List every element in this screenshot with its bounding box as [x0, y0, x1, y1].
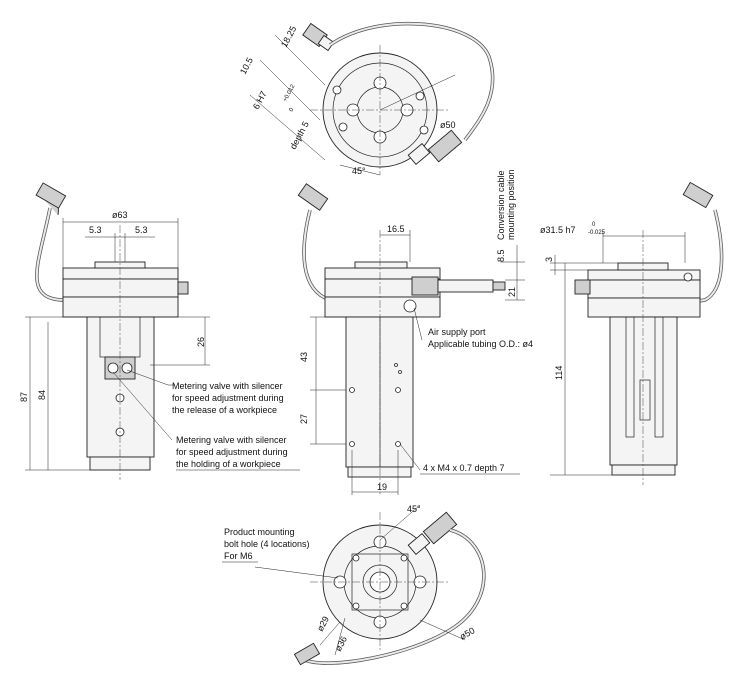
top-view: 18.25 10.5 6 H7 +0.012 0 depth 5 ø50 45° [238, 21, 495, 176]
top-cable-connector [302, 22, 335, 52]
left-top-flange [62, 267, 179, 280]
top-elbow-connector [407, 129, 463, 166]
right-cable-connector [682, 181, 714, 209]
conversion-cable-mount [411, 276, 439, 296]
top-45deg: 45° [352, 166, 366, 176]
callouts: Air supply port Applicable tubing O.D.: … [172, 327, 533, 563]
release-line1: Metering valve with silencer [172, 381, 283, 391]
depth-5: depth 5 [288, 120, 311, 151]
right-body [609, 316, 678, 466]
front-27: 27 [299, 414, 309, 424]
conversion-line1: Conversion cable [496, 170, 506, 240]
mount-line2: bolt hole (4 locations) [224, 539, 310, 549]
mount-line3: For M6 [224, 551, 253, 561]
left-dia63: ø63 [112, 210, 128, 220]
dim-18-25: 18.25 [279, 24, 298, 49]
mount-line1: Product mounting [224, 527, 295, 537]
bottom-view: 45° ø29 ø36 ø50 [254, 504, 486, 666]
right-view: ø31.5 h7 0 -0.025 3 114 [540, 181, 724, 485]
left-view: ø63 5.3 5.3 26 87 84 [19, 182, 210, 480]
left-valve-release [107, 362, 119, 374]
bottom-dia29: ø29 [315, 615, 331, 633]
front-19: 19 [377, 482, 387, 492]
left-5-3-b: 5.3 [135, 225, 148, 235]
air-supply-line2: Applicable tubing O.D.: ø4 [428, 339, 533, 349]
bottom-dia36: ø36 [333, 635, 349, 653]
left-26: 26 [196, 337, 206, 347]
holding-line2: for speed adjustment during [176, 447, 288, 457]
right-114: 114 [554, 366, 564, 380]
tol-up: +0.012 [282, 83, 296, 103]
holding-line1: Metering valve with silencer [176, 435, 287, 445]
m4-holes-label: 4 x M4 x 0.7 depth 7 [423, 463, 505, 473]
left-valve-holding [121, 362, 133, 374]
tol-low: 0 [288, 107, 295, 113]
bottom-45deg: 45° [407, 504, 421, 514]
dim-6h7: 6 H7 [251, 89, 269, 110]
top-dia50: ø50 [440, 120, 456, 130]
front-21: 21 [507, 287, 517, 297]
release-line3: the release of a workpiece [172, 405, 277, 415]
right-dia31-5: ø31.5 h7 [540, 225, 576, 235]
bottom-elbow-connector [407, 511, 458, 556]
front-view: 16.5 8.5 21 43 27 19 Conversion cable mo… [297, 169, 525, 495]
bottom-dia50: ø50 [458, 625, 476, 641]
left-cable-connector [35, 182, 67, 209]
front-body [345, 316, 414, 468]
air-supply-port [403, 299, 417, 313]
dim-10-5: 10.5 [238, 56, 255, 76]
front-8-5: 8.5 [496, 249, 506, 262]
holding-line3: the holding of a workpiece [176, 459, 281, 469]
left-5-3-a: 5.3 [89, 225, 102, 235]
right-tol-low: -0.025 [588, 230, 606, 236]
left-87: 87 [19, 392, 29, 402]
front-cable-connector [297, 183, 329, 211]
right-3: 3 [544, 257, 554, 262]
air-supply-line1: Air supply port [428, 327, 486, 337]
conversion-line2: mounting position [506, 169, 516, 240]
right-tol-up: 0 [592, 222, 596, 228]
left-84: 84 [37, 390, 47, 400]
front-16-5: 16.5 [387, 224, 405, 234]
front-43: 43 [299, 352, 309, 362]
release-line2: for speed adjustment during [172, 393, 284, 403]
